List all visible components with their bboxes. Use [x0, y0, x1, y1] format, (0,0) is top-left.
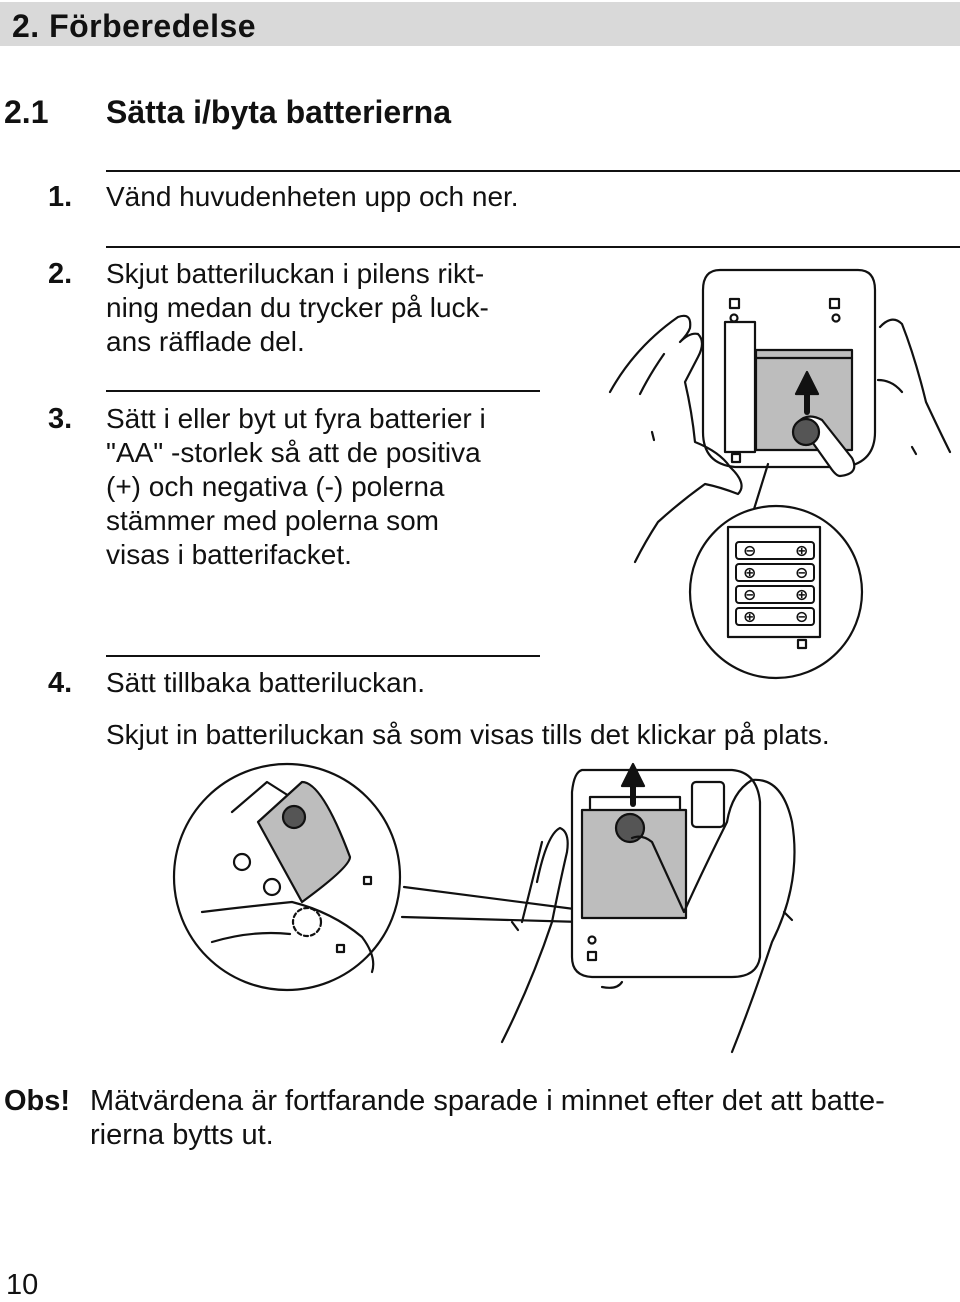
note-text: Mätvärdena är fortfarande sparade i minn… [90, 1085, 885, 1151]
step-3-line: Sätt i eller byt ut fyra batterier i [106, 403, 486, 434]
step-2-line: ning medan du trycker på luck- [106, 292, 489, 323]
step-2-line: Skjut batteriluckan i pilens rikt- [106, 258, 485, 289]
step-divider [106, 390, 540, 392]
step-3-line: stämmer med polerna som [106, 505, 440, 536]
battery-polarity-minus: ⊖ [743, 541, 756, 560]
battery-polarity-plus: ⊕ [743, 607, 756, 626]
step-1-number: 1. [48, 181, 73, 213]
step-1-line: Vänd huvudenheten upp och ner. [106, 181, 519, 212]
battery-cover-insertion-illustration [172, 762, 796, 1054]
chapter-title: 2. Förberedelse [12, 8, 257, 44]
step-divider [106, 655, 540, 657]
step-4-line: Skjut in batteriluckan så som visas till… [106, 719, 830, 750]
step-1-text: Vänd huvudenheten upp och ner. [106, 180, 519, 214]
step-3-number: 3. [48, 403, 73, 435]
page-number: 10 [6, 1269, 39, 1301]
step-2-text: Skjut batteriluckan i pilens rikt- ning … [106, 257, 489, 359]
battery-polarity-minus: ⊖ [795, 607, 808, 626]
battery-polarity-plus: ⊕ [795, 541, 808, 560]
step-divider [106, 170, 960, 172]
battery-cover-removal-illustration: ⊖ ⊕ ⊕ ⊖ ⊖ ⊕ ⊕ ⊖ [608, 268, 952, 680]
step-4-number: 4. [48, 667, 73, 699]
step-2-number: 2. [48, 258, 73, 290]
step-4-text: Sätt tillbaka batteriluckan. Skjut in ba… [106, 666, 830, 752]
battery-polarity-plus: ⊕ [795, 585, 808, 604]
note-label: Obs! [4, 1085, 71, 1117]
step-3-text: Sätt i eller byt ut fyra batterier i "AA… [106, 402, 486, 572]
chapter-header-bar: 2. Förberedelse [0, 2, 960, 46]
battery-polarity-minus: ⊖ [743, 585, 756, 604]
section-number: 2.1 [4, 94, 49, 130]
step-3-line: "AA" -storlek så att de positiva [106, 437, 481, 468]
battery-polarity-plus: ⊕ [743, 563, 756, 582]
battery-polarity-minus: ⊖ [795, 563, 808, 582]
step-4-line: Sätt tillbaka batteriluckan. [106, 667, 426, 698]
step-3-line: (+) och negativa (-) polerna [106, 471, 445, 502]
step-divider [106, 246, 960, 248]
step-3-line: visas i batterifacket. [106, 539, 352, 570]
section-title: Sätta i/byta batterierna [106, 94, 451, 130]
step-2-line: ans räfflade del. [106, 326, 305, 357]
